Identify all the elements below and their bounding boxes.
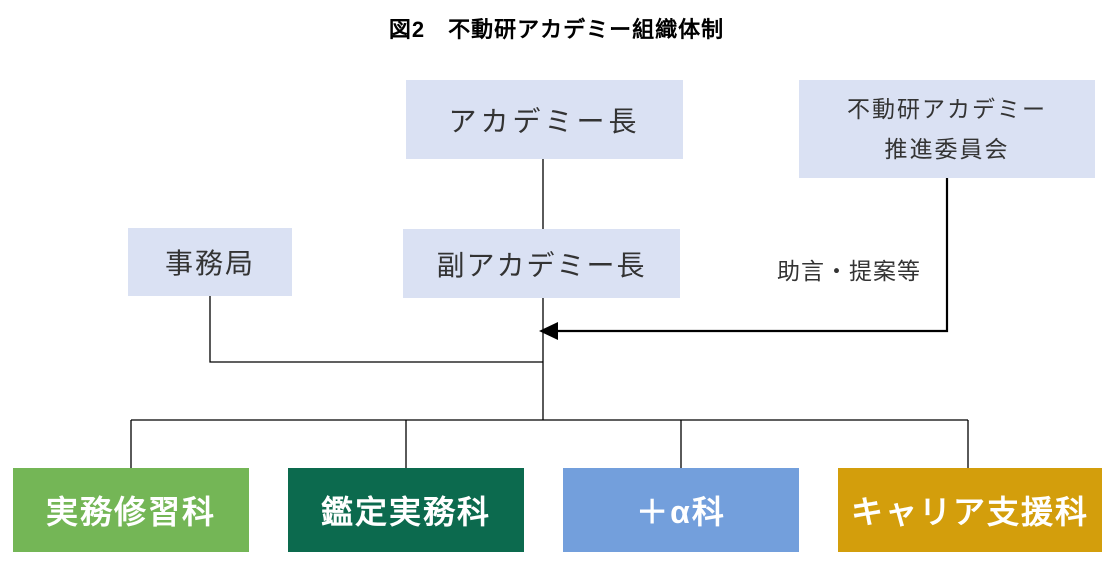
box-dept-appraisal-practice: 鑑定実務科 (288, 468, 524, 552)
committee-label-line2: 推進委員会 (884, 136, 1010, 162)
box-secretariat: 事務局 (128, 228, 292, 296)
box-dept-practical-training: 実務修習科 (13, 468, 249, 552)
connector-secretariat (209, 296, 543, 363)
advice-proposal-label: 助言・提案等 (777, 258, 921, 284)
box-promotion-committee: 不動研アカデミー 推進委員会 (799, 80, 1095, 178)
box-dept-career-support: キャリア支援科 (838, 468, 1102, 552)
box-deputy-academy-head: 副アカデミー長 (403, 229, 680, 298)
box-academy-head: アカデミー長 (406, 80, 683, 159)
arrowhead-left-icon (539, 322, 558, 340)
box-dept-plus-alpha: ＋α科 (563, 468, 799, 552)
committee-label-line1: 不動研アカデミー (847, 95, 1047, 122)
figure-title: 図2 不動研アカデミー組織体制 (388, 17, 725, 42)
